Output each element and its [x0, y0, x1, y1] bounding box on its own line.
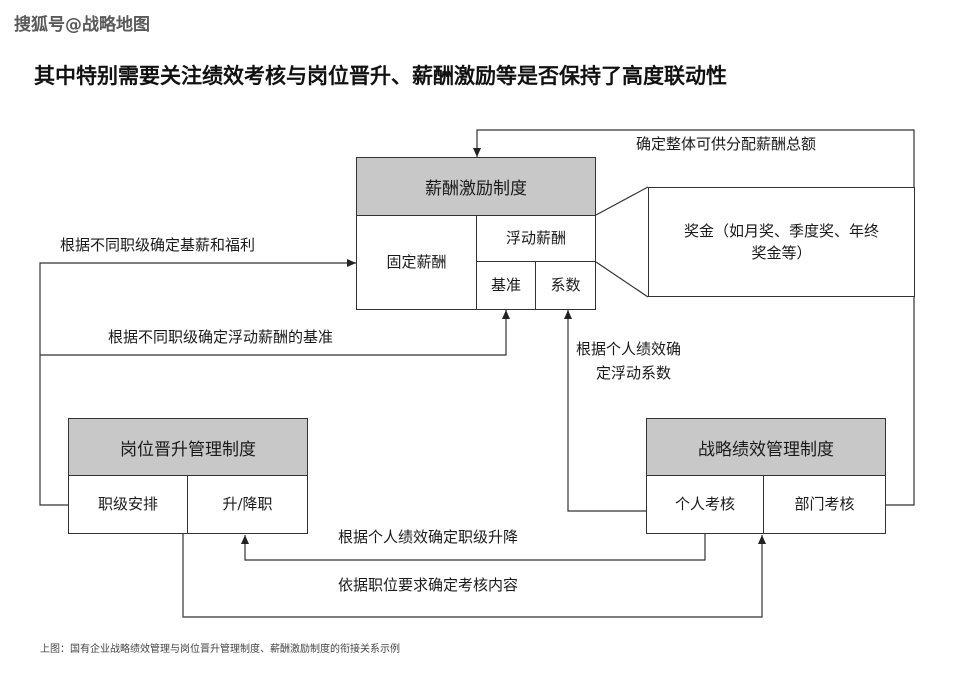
- bonus-line-2: 奖金等）: [751, 244, 812, 262]
- arrow-float-base: [40, 310, 510, 356]
- bonus-box: 奖金（如月奖、季度奖、年终 奖金等）: [648, 187, 915, 297]
- bonus-line-1: 奖金（如月奖、季度奖、年终: [683, 221, 879, 240]
- label-total: 确定整体可供分配薪酬总额: [636, 135, 817, 153]
- label-base-salary: 根据不同职级确定基薪和福利: [60, 236, 256, 254]
- label-coefficient-2: 定浮动系数: [596, 364, 672, 382]
- personal-assessment-cell: 个人考核: [647, 476, 764, 533]
- promotion-title: 岗位晋升管理制度: [68, 418, 308, 476]
- label-float-base: 根据不同职级确定浮动薪酬的基准: [108, 328, 334, 346]
- promotion-body: [68, 475, 308, 534]
- bonus-callout-bottom: [595, 261, 649, 298]
- page-title: 其中特别需要关注绩效考核与岗位晋升、薪酬激励等是否保持了高度联动性: [34, 64, 727, 88]
- base-cell: 基准: [477, 262, 536, 309]
- arrow-base-salary: [39, 259, 356, 506]
- performance-title: 战略绩效管理制度: [646, 418, 886, 476]
- label-promote: 根据个人绩效确定职级升降: [338, 528, 519, 546]
- job-arrangement-cell: 职级安排: [97, 495, 158, 514]
- floating-salary-cell: 浮动薪酬: [477, 216, 595, 262]
- watermark: 搜狐号@战略地图: [14, 15, 150, 35]
- performance-body: [646, 475, 886, 534]
- arrow-total: [473, 129, 915, 506]
- promotion-updown-cell: 升/降职: [187, 476, 307, 533]
- fixed-salary-cell: 固定薪酬: [357, 216, 477, 309]
- coefficient-cell: 系数: [550, 276, 581, 295]
- compensation-title: 薪酬激励制度: [356, 157, 596, 216]
- department-assessment-cell: 部门考核: [794, 495, 855, 514]
- label-assess: 依据职位要求确定考核内容: [338, 576, 519, 594]
- arrow-coefficient: [564, 310, 648, 512]
- label-coefficient-1: 根据个人绩效确: [576, 340, 682, 358]
- bonus-callout-top: [595, 186, 649, 216]
- arrow-promote: [241, 534, 706, 561]
- arrow-assess: [182, 534, 766, 618]
- figure-caption: 上图：国有企业战略绩效管理与岗位晋升管理制度、薪酬激励制度的衔接关系示例: [40, 644, 400, 655]
